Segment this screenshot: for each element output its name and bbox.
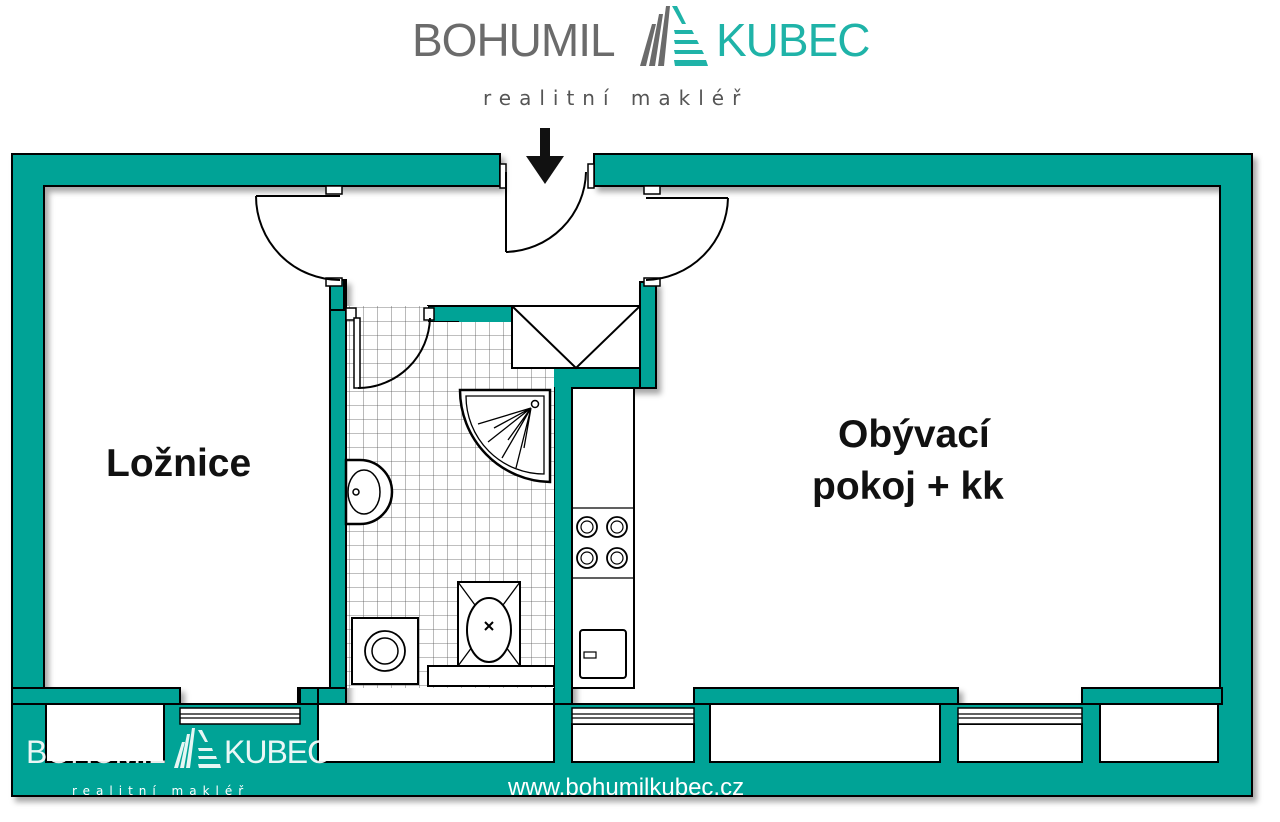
watermark-name-right: KUBEC xyxy=(224,734,329,770)
bathroom-door xyxy=(345,307,435,389)
room-label-bedroom: Ložnice xyxy=(106,442,251,485)
kitchen-sink-icon xyxy=(579,629,627,679)
window-kitchen xyxy=(571,707,695,725)
entrance-arrow-icon xyxy=(526,128,564,184)
bathroom xyxy=(344,306,555,688)
window-pockets xyxy=(45,703,1219,763)
bedroom-door xyxy=(255,185,343,287)
sink-icon xyxy=(344,458,394,526)
cooktop-icon xyxy=(576,516,628,569)
toilet-icon xyxy=(457,581,521,667)
window-living xyxy=(957,707,1083,725)
brand-tagline: realitní makléř xyxy=(483,86,748,110)
brand-logo: BOHUMIL KUBEC realitní makléř xyxy=(412,6,870,110)
window-bedroom xyxy=(179,707,301,725)
brand-name-left: BOHUMIL xyxy=(412,14,615,66)
room-label-living-line2: pokoj + kk xyxy=(812,465,1004,508)
entrance-door xyxy=(499,163,595,253)
room-label-living-line1: Obývací xyxy=(838,413,991,456)
watermark: BOHUMIL KUBEC realitní makléř www.bohumi… xyxy=(26,728,744,801)
bath-shelf xyxy=(427,665,555,687)
kitchen-counter xyxy=(571,387,635,689)
watermark-tagline: realitní makléř xyxy=(72,784,249,798)
shaft-icon xyxy=(511,305,641,370)
brand-name-right: KUBEC xyxy=(716,14,869,66)
watermark-building-icon xyxy=(174,728,221,768)
watermark-name-left: BOHUMIL xyxy=(26,734,165,770)
living-door xyxy=(643,185,729,287)
building-logo-icon xyxy=(640,6,708,66)
shower-icon xyxy=(458,388,552,484)
watermark-website: www.bohumilkubec.cz xyxy=(507,774,744,801)
doors xyxy=(255,163,729,287)
windows xyxy=(179,707,1083,725)
washing-machine-icon xyxy=(351,617,419,685)
